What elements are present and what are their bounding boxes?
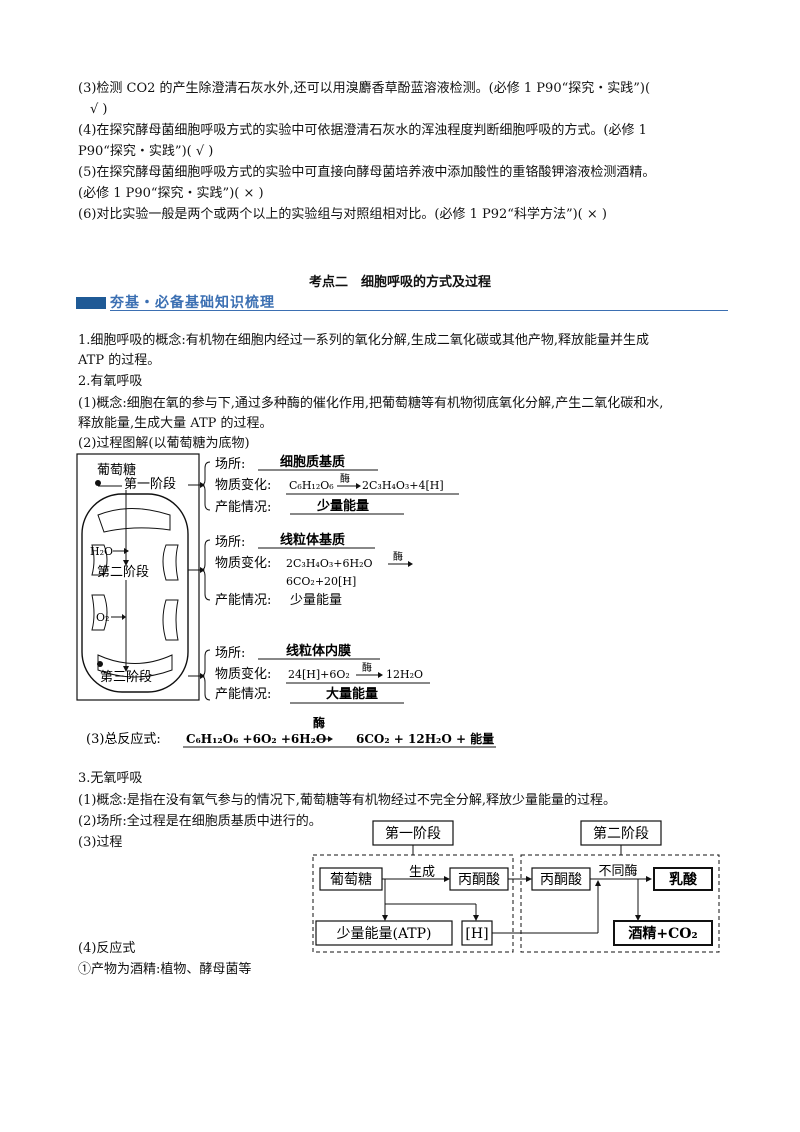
flow-pyruvate-a: 丙酮酸 xyxy=(458,872,500,888)
stage2-products: 6CO₂+20[H] xyxy=(286,575,356,588)
svg-text:场所:: 场所: xyxy=(215,457,245,472)
stage1-box xyxy=(372,820,454,846)
stage1-energy: 少量能量 xyxy=(316,498,369,514)
svg-text:物质变化:: 物质变化: xyxy=(215,477,271,493)
glucose-dot xyxy=(95,480,101,486)
banner-underline xyxy=(110,310,728,311)
stage2-box xyxy=(580,820,662,846)
total-label: (3)总反应式: xyxy=(86,731,161,747)
reaction-heading: (4)反应式 xyxy=(78,941,136,956)
svg-text:产能情况:: 产能情况: xyxy=(215,500,271,515)
svg-text:酶: 酶 xyxy=(362,661,372,674)
atp-box xyxy=(315,920,453,946)
anaerobic-heading: 3.无氧呼吸 xyxy=(78,771,143,786)
judgment-4-line1: (4)在探究酵母菌细胞呼吸方式的实验中可依据澄清石灰水的浑浊程度判断细胞呼吸的方… xyxy=(78,123,647,138)
crista-1 xyxy=(97,508,171,533)
mitochondrion-outer xyxy=(81,493,189,693)
stage3-site: 线粒体内膜 xyxy=(286,643,351,659)
total-eq-right: 6CO₂ + 12H₂O + 能量 xyxy=(356,731,494,746)
flow-diff-enzyme: 不同酶 xyxy=(598,863,637,879)
judgment-5-line1: (5)在探究酵母菌细胞呼吸方式的实验中可直接向酵母菌培养液中添加酸性的重铬酸钾溶… xyxy=(78,165,656,180)
svg-text:物质变化:: 物质变化: xyxy=(215,666,271,682)
stage2-region xyxy=(520,854,720,953)
svg-text:产能情况:: 产能情况: xyxy=(215,593,271,608)
anaerobic-concept: (1)概念:是指在没有氧气参与的情况下,葡萄糖等有机物经过不完全分解,释放少量能… xyxy=(78,793,617,808)
svg-text:2C₃H₄O₃+6H₂O: 2C₃H₄O₃+6H₂O xyxy=(286,557,373,570)
lactic-box xyxy=(653,867,713,891)
crista-6 xyxy=(97,654,173,678)
crista-4 xyxy=(91,594,108,631)
h-box xyxy=(461,920,493,946)
flow-gen: 生成 xyxy=(409,865,435,880)
crista-3 xyxy=(162,544,179,581)
flow-atp: 少量能量(ATP) xyxy=(336,926,431,942)
diagram-frame xyxy=(76,453,200,701)
stage3-label: 第三阶段 xyxy=(100,670,152,685)
aerobic-concept-line2: 释放能量,生成大量 ATP 的过程。 xyxy=(78,416,273,431)
svg-text:物质变化:: 物质变化: xyxy=(215,555,271,571)
svg-text:12H₂O: 12H₂O xyxy=(386,668,423,681)
section-banner: 夯基・必备基础知识梳理 xyxy=(76,292,728,312)
brace-2 xyxy=(200,539,211,601)
flow-stage1: 第一阶段 xyxy=(385,825,441,842)
flow-h: [H] xyxy=(465,926,488,942)
anaerobic-site: (2)场所:全过程是在细胞质基质中进行的。 xyxy=(78,814,322,829)
judgment-3-line2: √ ) xyxy=(90,102,108,117)
flow-alcohol: 酒精+CO₂ xyxy=(628,925,697,942)
stage2-energy: 少量能量 xyxy=(290,593,342,608)
p1-line1: 1.细胞呼吸的概念:有机物在细胞内经过一系列的氧化分解,生成二氧化碳或其他产物,… xyxy=(78,333,650,348)
svg-text:2C₃H₄O₃+4[H]: 2C₃H₄O₃+4[H] xyxy=(362,479,444,492)
flow-lactic: 乳酸 xyxy=(669,871,698,888)
total-eq-enzyme: 酶 xyxy=(313,715,325,730)
alcohol-box xyxy=(613,920,713,946)
stage1-region xyxy=(312,854,514,953)
judgment-6-line1: (6)对比实验一般是两个或两个以上的实验组与对照组相对比。(必修 1 P92“科… xyxy=(78,207,607,222)
crista-2 xyxy=(91,544,108,576)
brace-1 xyxy=(200,461,211,511)
total-eq-left: C₆H₁₂O₆ +6O₂ +6H₂O xyxy=(186,732,326,746)
aerobic-heading: 2.有氧呼吸 xyxy=(78,374,143,389)
glucose-label: 葡萄糖 xyxy=(97,462,136,478)
svg-text:酶: 酶 xyxy=(393,550,403,563)
p1-line2: ATP 的过程。 xyxy=(78,353,161,368)
flow-glucose: 葡萄糖 xyxy=(330,872,372,888)
reaction-1: ①产物为酒精:植物、酵母菌等 xyxy=(78,962,252,977)
svg-text:场所:: 场所: xyxy=(215,535,245,550)
h2o-label: H₂O xyxy=(90,545,113,558)
svg-text:场所:: 场所: xyxy=(215,646,245,661)
anaerobic-process: (3)过程 xyxy=(78,835,123,850)
stage2-site: 线粒体基质 xyxy=(280,532,345,548)
section-title: 考点二 细胞呼吸的方式及过程 xyxy=(308,275,491,290)
aerobic-concept-line1: (1)概念:细胞在氧的参与下,通过多种酶的催化作用,把葡萄糖等有机物彻底氧化分解… xyxy=(78,396,664,411)
stage2-label: 第二阶段 xyxy=(97,565,149,580)
banner-label: 夯基・必备基础知识梳理 xyxy=(110,295,275,311)
stage1-site: 细胞质基质 xyxy=(280,454,345,470)
o2-label: O₂ xyxy=(96,611,109,624)
flow-stage2: 第二阶段 xyxy=(593,825,649,842)
banner-bar xyxy=(76,297,106,309)
stage3-energy: 大量能量 xyxy=(326,686,378,702)
aerobic-diagram-caption: (2)过程图解(以葡萄糖为底物) xyxy=(78,436,250,451)
judgment-3-line1: (3)检测 CO2 的产生除澄清石灰水外,还可以用溴麝香草酚蓝溶液检测。(必修 … xyxy=(78,81,651,96)
crista-5 xyxy=(162,599,179,641)
svg-text:C₆H₁₂O₆: C₆H₁₂O₆ xyxy=(289,479,334,492)
judgment-5-line2: (必修 1 P90“探究・实践”)( × ) xyxy=(78,186,264,201)
judgment-4-line2: P90“探究・实践”)( √ ) xyxy=(78,144,214,159)
stage1-label: 第一阶段 xyxy=(124,477,176,492)
svg-text:24[H]+6O₂: 24[H]+6O₂ xyxy=(288,668,350,681)
brace-3 xyxy=(200,649,211,701)
svg-text:产能情况:: 产能情况: xyxy=(215,687,271,702)
svg-text:酶: 酶 xyxy=(340,472,350,485)
flow-pyruvate-b: 丙酮酸 xyxy=(540,872,582,888)
